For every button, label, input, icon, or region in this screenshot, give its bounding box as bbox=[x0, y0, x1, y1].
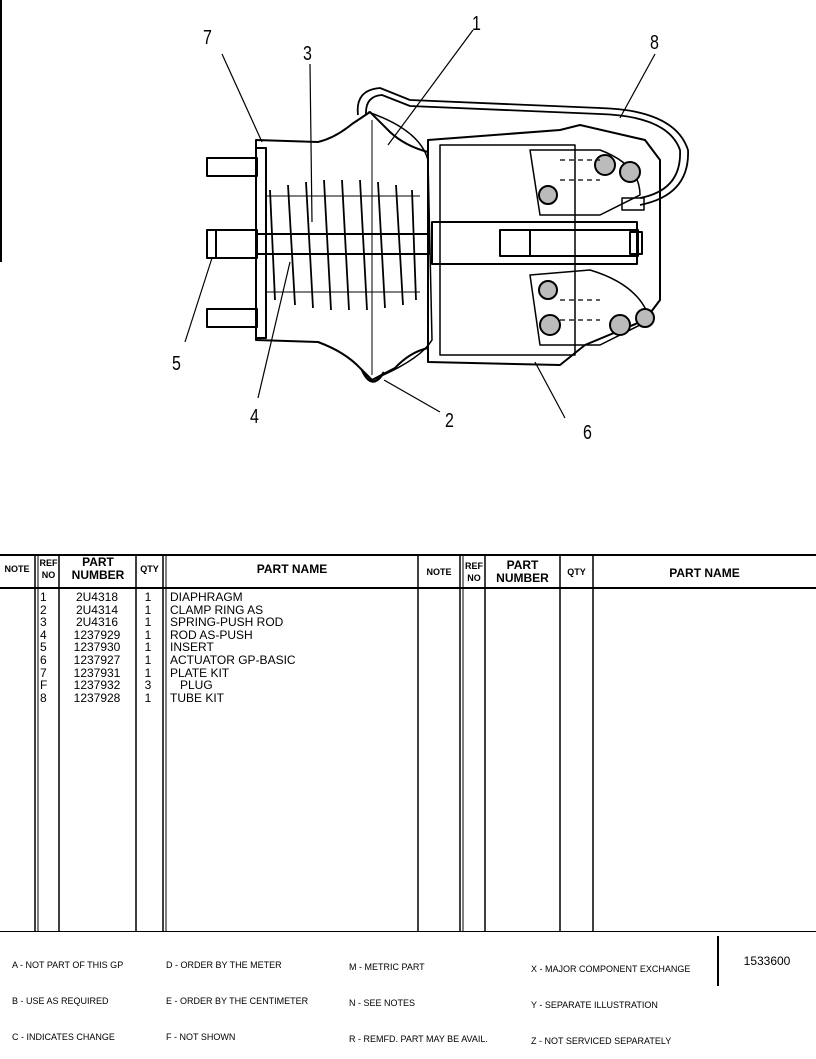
table-cell-qty: 1 bbox=[144, 653, 152, 667]
table-cell-name: TUBE KIT bbox=[170, 690, 225, 705]
table-cell-qty: 1 bbox=[144, 640, 152, 655]
table-cell-qty: 3 bbox=[144, 678, 152, 693]
callout-4: 4 bbox=[250, 406, 259, 428]
table-cell-name: PLATE KIT bbox=[170, 665, 230, 680]
legend-item: Y - SEPARATE ILLUSTRATION bbox=[531, 1000, 658, 1010]
leader-lines bbox=[184, 29, 656, 419]
table-cell-qty: 1 bbox=[144, 602, 152, 617]
table-cell-name: PLUG bbox=[170, 678, 213, 693]
callout-1: 1 bbox=[472, 13, 481, 35]
legend-item: B - USE AS REQUIRED bbox=[12, 996, 109, 1006]
table-cell-ref: 1 bbox=[40, 590, 47, 604]
header-part-name: PART NAME bbox=[256, 562, 328, 576]
table-cell-part-number: 2U4318 bbox=[75, 590, 119, 604]
table-cell-part-number: 2U4314 bbox=[75, 602, 119, 617]
table-cell-part-number: 1237927 bbox=[73, 653, 121, 667]
table-cell-ref: 8 bbox=[40, 690, 47, 705]
table-cell-qty: 1 bbox=[144, 615, 152, 630]
callout-2: 2 bbox=[445, 410, 454, 432]
legend-item: F - NOT SHOWN bbox=[166, 1032, 236, 1042]
table-cell-name: ACTUATOR GP-BASIC bbox=[170, 653, 296, 667]
legend-item: A - NOT PART OF THIS GP bbox=[12, 960, 124, 970]
table-cell-name: INSERT bbox=[170, 640, 214, 655]
parts-table-grid bbox=[0, 554, 816, 932]
table-cell-name: ROD AS-PUSH bbox=[170, 627, 253, 642]
table-cell-qty: 1 bbox=[144, 665, 152, 680]
header-qty: QTY bbox=[140, 564, 159, 574]
legend-item: X - MAJOR COMPONENT EXCHANGE bbox=[531, 964, 691, 974]
push-rod bbox=[256, 233, 430, 255]
header-part-name-right: PART NAME bbox=[669, 566, 740, 580]
stud-upper bbox=[206, 157, 258, 177]
legend-col-1: A - NOT PART OF THIS GP B - USE AS REQUI… bbox=[12, 935, 123, 1055]
header-part-number-top: PART bbox=[82, 555, 114, 569]
table-cell-ref: 2 bbox=[40, 602, 47, 617]
table-cell-part-number: 1237930 bbox=[73, 640, 121, 655]
header-part-number-bottom: NUMBER bbox=[71, 568, 125, 582]
legend-col-4: X - MAJOR COMPONENT EXCHANGE Y - SEPARAT… bbox=[531, 939, 690, 1059]
table-cell-part-number: 1237932 bbox=[73, 678, 121, 693]
tube bbox=[356, 87, 689, 206]
header-ref-no-right-bottom: NO bbox=[467, 573, 481, 583]
table-cell-ref: 4 bbox=[40, 627, 47, 642]
header-note: NOTE bbox=[4, 564, 30, 574]
legend-item: C - INDICATES CHANGE bbox=[12, 1032, 115, 1042]
table-cell-part-number: 1237931 bbox=[73, 665, 121, 680]
legend-item: N - SEE NOTES bbox=[349, 998, 416, 1008]
header-ref-no-right-top: REF bbox=[465, 561, 483, 571]
legend-item: Z - NOT SERVICED SEPARATELY bbox=[531, 1036, 672, 1046]
legend-item: E - ORDER BY THE CENTIMETER bbox=[166, 996, 309, 1006]
table-cell-name: SPRING-PUSH ROD bbox=[170, 615, 284, 630]
clamp-ring bbox=[360, 369, 386, 383]
header-ref-no-bottom: NO bbox=[41, 570, 56, 580]
actuator-cutaway-diagram bbox=[0, 0, 689, 419]
callout-5: 5 bbox=[172, 353, 181, 375]
legend-col-3: M - METRIC PART N - SEE NOTES R - REMFD.… bbox=[349, 937, 488, 1057]
callout-6: 6 bbox=[583, 422, 592, 444]
header-part-number-right-top: PART bbox=[506, 558, 539, 572]
legend-col-2: D - ORDER BY THE METER E - ORDER BY THE … bbox=[166, 935, 308, 1055]
table-cell-qty: 1 bbox=[144, 590, 152, 604]
doc-number-box-border bbox=[717, 936, 719, 986]
table-cell-name: CLAMP RING AS bbox=[170, 602, 264, 617]
callout-7: 7 bbox=[203, 27, 212, 49]
table-cell-name: DIAPHRAGM bbox=[170, 590, 243, 604]
table-cell-qty: 1 bbox=[144, 690, 152, 705]
document-number: 1533600 bbox=[743, 954, 791, 968]
spring bbox=[266, 179, 420, 311]
insert bbox=[206, 229, 258, 259]
table-cell-ref: F bbox=[40, 678, 48, 693]
table-cell-part-number: 1237929 bbox=[73, 627, 121, 642]
actuator-housing bbox=[255, 111, 429, 381]
actuator-group bbox=[427, 124, 661, 366]
header-ref-no-top: REF bbox=[39, 558, 58, 568]
header-note-right: NOTE bbox=[426, 567, 452, 577]
legend-item: R - REMFD. PART MAY BE AVAIL. bbox=[349, 1034, 488, 1044]
table-cell-part-number: 1237928 bbox=[73, 690, 121, 705]
legend-item: D - ORDER BY THE METER bbox=[166, 960, 282, 970]
table-cell-ref: 3 bbox=[40, 615, 47, 630]
callout-8: 8 bbox=[650, 32, 659, 54]
callout-3: 3 bbox=[303, 43, 312, 65]
table-cell-ref: 5 bbox=[40, 640, 47, 655]
header-part-number-right-bottom: NUMBER bbox=[496, 571, 549, 585]
table-cell-ref: 7 bbox=[40, 665, 47, 680]
stud-lower bbox=[206, 308, 258, 328]
legend-item: M - METRIC PART bbox=[349, 962, 425, 972]
table-cell-part-number: 2U4316 bbox=[75, 615, 119, 630]
header-qty-right: QTY bbox=[567, 567, 586, 577]
table-cell-qty: 1 bbox=[144, 627, 152, 642]
table-cell-ref: 6 bbox=[40, 653, 47, 667]
